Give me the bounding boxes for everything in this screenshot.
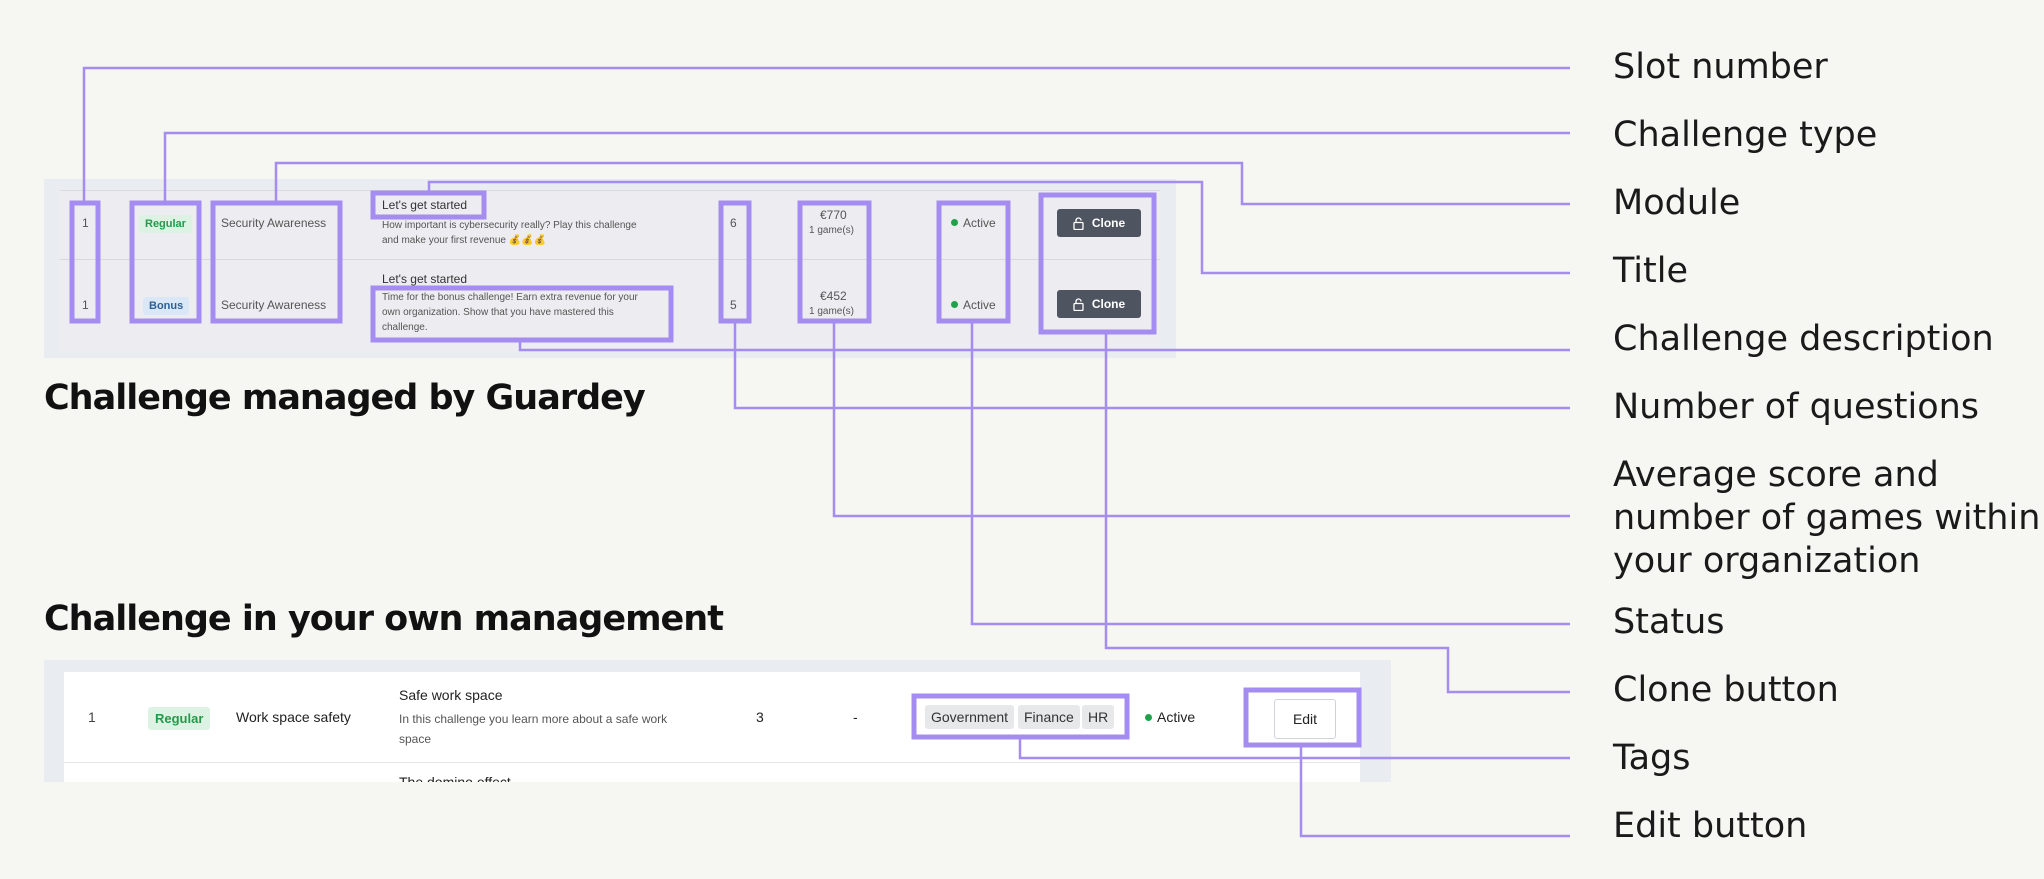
status-dot-icon: [951, 219, 958, 226]
managed-row-divider: [60, 259, 1160, 260]
module-name: Work space safety: [236, 709, 351, 725]
question-count: 5: [730, 298, 737, 312]
challenge-title: Safe work space: [399, 687, 503, 703]
section-title-managed: Challenge managed by Guardey: [44, 378, 646, 418]
challenge-description: and make your first revenue 💰💰💰: [382, 235, 547, 246]
module-name: Security Awareness: [221, 298, 327, 312]
challenge-description: challenge.: [382, 322, 428, 333]
own-row-divider: [64, 762, 1360, 763]
tag: Finance: [1018, 705, 1080, 729]
callout-average-score: number of games within: [1613, 498, 2041, 538]
status-badge: Active: [951, 298, 996, 312]
games-count: 1 game(s): [809, 225, 855, 236]
managed-table-body: [60, 190, 1160, 352]
callout-clone-button: Clone button: [1613, 670, 1839, 710]
leader-status: [970, 321, 1570, 626]
challenge-title: The domino effect: [399, 774, 511, 782]
challenge-title: Let's get started: [382, 198, 468, 212]
slot-number: 1: [82, 216, 89, 230]
status-badge: Active: [1145, 709, 1195, 725]
slot-number: 1: [82, 298, 89, 312]
average-score: €770: [820, 208, 847, 222]
challenge-description: How important is cybersecurity really? P…: [382, 220, 637, 231]
games-count: 1 game(s): [809, 306, 855, 317]
average-score: -: [853, 709, 858, 725]
tag: Government: [925, 705, 1015, 729]
slot-number: 1: [88, 709, 96, 725]
own-table-body: [64, 672, 1360, 782]
edit-button[interactable]: Edit: [1274, 699, 1336, 739]
challenge-type-badge: Regular: [139, 215, 192, 233]
challenge-type-badge: Regular: [148, 707, 211, 730]
status-dot-icon: [951, 301, 958, 308]
next-row-title-clip: The domino effect: [399, 772, 599, 782]
challenge-type-badge: Bonus: [143, 297, 190, 315]
callout-slot-number: Slot number: [1613, 47, 1828, 87]
callout-module: Module: [1613, 183, 1741, 223]
challenge-description: own organization. Show that you have mas…: [382, 307, 614, 318]
clone-button[interactable]: Clone: [1057, 290, 1141, 318]
status-dot-icon: [1145, 714, 1152, 721]
unlock-icon: [1073, 216, 1084, 230]
callout-challenge-type: Challenge type: [1613, 115, 1878, 155]
callout-edit-button: Edit button: [1613, 806, 1808, 846]
question-count: 6: [730, 216, 737, 230]
challenge-title: Let's get started: [382, 272, 468, 286]
clone-button[interactable]: Clone: [1057, 209, 1141, 237]
callout-challenge-description: Challenge description: [1613, 319, 1994, 359]
status-badge: Active: [951, 216, 996, 230]
tag: HR: [1082, 705, 1115, 729]
section-title-own: Challenge in your own management: [44, 599, 724, 639]
callout-status: Status: [1613, 602, 1725, 642]
callout-average-score: Average score and: [1613, 455, 1939, 495]
callout-average-score: your organization: [1613, 541, 1921, 581]
leader-clone: [1104, 332, 1570, 694]
unlock-icon: [1073, 297, 1084, 311]
average-score: €452: [820, 289, 847, 303]
challenge-description: In this challenge you learn more about a…: [399, 712, 668, 726]
module-name: Security Awareness: [221, 216, 327, 230]
challenge-description: Time for the bonus challenge! Earn extra…: [382, 292, 638, 303]
callout-title: Title: [1613, 251, 1689, 291]
question-count: 3: [756, 709, 764, 725]
callout-number-of-questions: Number of questions: [1613, 387, 1980, 427]
callout-tags: Tags: [1613, 738, 1691, 778]
challenge-description: space: [399, 732, 432, 746]
